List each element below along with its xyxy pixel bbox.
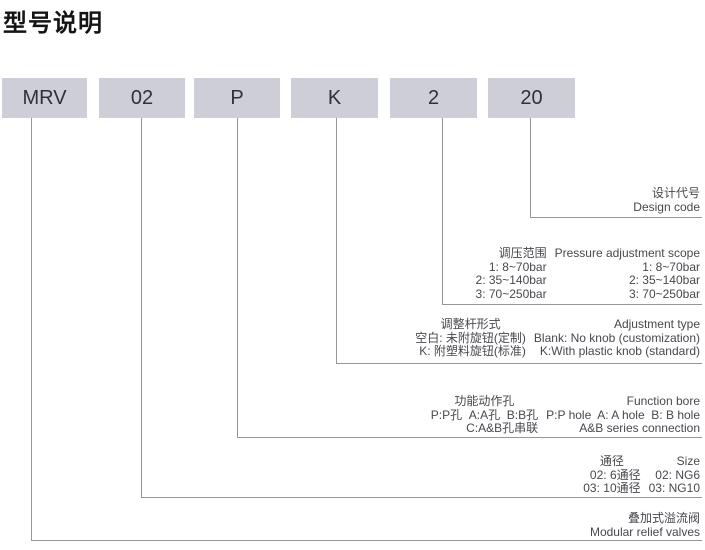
adjustment-option-blank-en: Blank: No knob (customization) bbox=[533, 330, 700, 345]
product-name-en: Modular relief valves bbox=[589, 524, 700, 539]
size-header-cn: 通径 bbox=[599, 454, 624, 468]
product-name-cn: 叠加式溢流阀 bbox=[627, 511, 700, 525]
annotation-pressure-scope: 调压范围 Pressure adjustment scope 1: 8~70ba… bbox=[475, 246, 700, 301]
pressure-option3-en: 3: 70~250bar bbox=[628, 286, 700, 301]
function-bore-header-en: Function bore bbox=[626, 394, 700, 408]
code-segment-size-label: 02 bbox=[130, 86, 154, 109]
pressure-option2-en: 2: 35~140bar bbox=[628, 273, 700, 288]
code-segment-mrv: MRV bbox=[2, 78, 87, 118]
code-segment-function-bore-label: P bbox=[230, 86, 244, 109]
code-segment-pressure: 2 bbox=[390, 78, 477, 118]
connector-hline-pressure bbox=[442, 304, 702, 305]
annotation-function-bore: 功能动作孔 Function bore P:P孔 A:A孔 B:B孔 P:P h… bbox=[430, 394, 700, 436]
size-option-03-cn: 03: 10通径 bbox=[583, 481, 641, 496]
code-segment-design-code-label: 20 bbox=[520, 86, 543, 109]
code-segment-adjustment: K bbox=[291, 78, 378, 118]
function-bore-option-c-en: A&B series connection bbox=[579, 421, 700, 436]
function-bore-options-en: P:P hole A: A hole B: B hole bbox=[546, 407, 700, 422]
size-option-03-en: 03: NG10 bbox=[648, 481, 700, 496]
code-segment-mrv-label: MRV bbox=[22, 86, 67, 109]
annotation-design-code: 设计代号 Design code bbox=[633, 186, 700, 214]
size-option-02-en: 02: NG6 bbox=[655, 467, 700, 482]
pressure-option1-cn: 1: 8~70bar bbox=[488, 259, 547, 274]
connector-vline-design-code bbox=[530, 118, 531, 217]
connector-vline-adjustment bbox=[336, 118, 337, 363]
function-bore-option-c-cn: C:A&B孔串联 bbox=[466, 421, 539, 436]
design-code-label-en: Design code bbox=[633, 199, 700, 214]
code-segment-function-bore: P bbox=[194, 78, 280, 118]
adjustment-header-cn: 调整杆形式 bbox=[440, 317, 501, 331]
annotation-product-name: 叠加式溢流阀 Modular relief valves bbox=[589, 511, 700, 539]
connector-hline-design-code bbox=[530, 217, 702, 218]
size-header-en: Size bbox=[676, 454, 700, 468]
connector-hline-mrv bbox=[31, 540, 702, 541]
code-segment-design-code: 20 bbox=[488, 78, 575, 118]
connector-vline-function-bore bbox=[237, 118, 238, 437]
pressure-option3-cn: 3: 70~250bar bbox=[475, 286, 547, 301]
connector-vline-mrv bbox=[31, 118, 32, 540]
connector-hline-function-bore bbox=[237, 437, 702, 438]
code-segment-size: 02 bbox=[99, 78, 185, 118]
connector-hline-size bbox=[141, 497, 702, 498]
connector-vline-size bbox=[141, 118, 142, 497]
code-segment-pressure-label: 2 bbox=[427, 86, 440, 109]
pressure-option1-en: 1: 8~70bar bbox=[642, 259, 700, 274]
connector-vline-pressure bbox=[442, 118, 443, 304]
adjustment-option-k-cn: K: 附塑料旋钮(标准) bbox=[419, 344, 526, 359]
design-code-label-cn: 设计代号 bbox=[651, 186, 700, 200]
pressure-header-en: Pressure adjustment scope bbox=[554, 246, 700, 260]
adjustment-header-en: Adjustment type bbox=[613, 317, 700, 331]
connector-hline-adjustment bbox=[336, 363, 702, 364]
adjustment-option-k-en: K:With plastic knob (standard) bbox=[539, 344, 700, 359]
code-segment-adjustment-label: K bbox=[327, 86, 342, 109]
annotation-size: 通径 Size 02: 6通径 02: NG6 03: 10通径 03: NG1… bbox=[583, 454, 700, 496]
function-bore-header-cn: 功能动作孔 bbox=[454, 394, 515, 408]
pressure-option2-cn: 2: 35~140bar bbox=[475, 273, 547, 288]
page-title: 型号说明 bbox=[3, 10, 103, 37]
function-bore-options-cn: P:P孔 A:A孔 B:B孔 bbox=[430, 407, 539, 422]
adjustment-option-blank-cn: 空白: 未附旋钮(定制) bbox=[415, 330, 526, 345]
pressure-header-cn: 调压范围 bbox=[498, 246, 547, 260]
annotation-adjustment-type: 调整杆形式 Adjustment type 空白: 未附旋钮(定制) Blank… bbox=[415, 317, 700, 359]
size-option-02-cn: 02: 6通径 bbox=[589, 467, 641, 482]
